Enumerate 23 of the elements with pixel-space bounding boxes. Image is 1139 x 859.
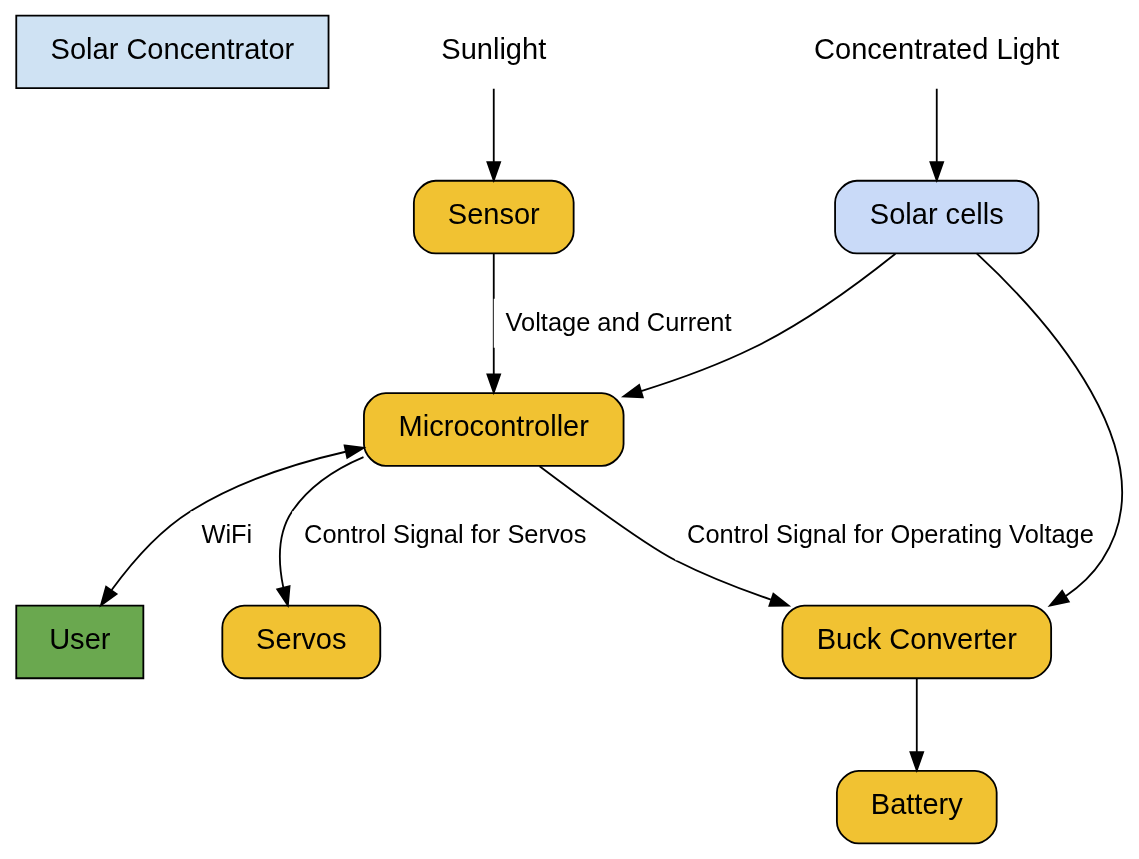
arrow [975, 252, 1123, 607]
arrow [538, 465, 792, 607]
node-box: Solar cells [834, 179, 1040, 255]
node-box: Sensor [412, 179, 575, 255]
node-box: User [15, 604, 145, 680]
node-box: Battery [836, 769, 998, 845]
arrow [486, 87, 502, 184]
node-box: Solar Concentrator [15, 14, 330, 90]
arrow [909, 677, 925, 774]
arrow [929, 87, 945, 184]
node-text: Sunlight [441, 32, 547, 65]
arrow [99, 444, 367, 608]
edge-label: Control Signal for Operating Voltage [687, 520, 1094, 549]
node-box: Microcontroller [363, 392, 625, 467]
node-text: Concentrated Light [814, 32, 1060, 65]
node-box: Buck Converter [781, 604, 1053, 680]
arrow [275, 456, 365, 608]
edge-label: Control Signal for Servos [304, 520, 587, 549]
node-box: Servos [221, 604, 382, 680]
edge-label: WiFi [201, 520, 253, 549]
arrow [620, 252, 897, 399]
arrow [486, 252, 502, 396]
edge-label: Voltage and Current [505, 307, 732, 336]
